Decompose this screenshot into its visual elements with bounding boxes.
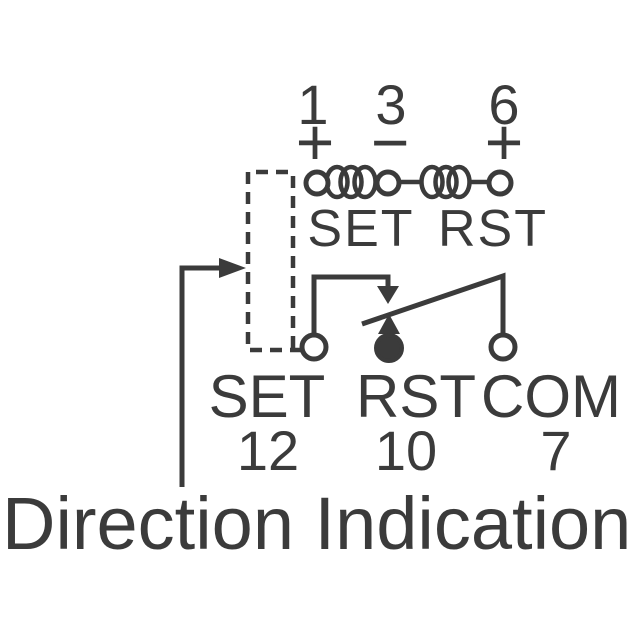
set-contact-label: SET	[209, 363, 326, 430]
set-coil-label: SET	[307, 200, 414, 258]
contact-lever	[361, 272, 506, 336]
pin-1-label: 1	[297, 73, 328, 136]
polarity-plus-icon-6: +	[485, 105, 524, 179]
pin-10-label: 10	[375, 419, 437, 482]
polarity-plus-icon-1: +	[296, 105, 335, 179]
coil-terminal-3-circle	[374, 169, 402, 197]
polarity-minus-icon-3: −	[371, 105, 410, 179]
rst-push-arrow-icon	[378, 314, 400, 334]
com-contact-circle	[488, 332, 518, 362]
set-contact-circle	[299, 332, 329, 362]
rst-coil-loops	[419, 164, 472, 200]
rst-coil-label: RST	[438, 200, 548, 258]
coil-terminal-1-circle	[303, 169, 331, 197]
direction-arrow-icon	[219, 258, 246, 278]
rst-contact-circle	[374, 333, 404, 363]
caption-direction-indication: Direction Indication	[2, 482, 631, 565]
pin-7-label: 7	[540, 419, 571, 482]
set-push-arrow-icon	[377, 286, 399, 304]
case-outline-dashed-box	[245, 169, 302, 353]
pin-12-label: 12	[237, 419, 299, 482]
pin-6-label: 6	[488, 73, 519, 136]
direction-pointer-line	[179, 265, 219, 487]
com-contact-label: COM	[481, 363, 621, 430]
pin-3-label: 3	[375, 73, 406, 136]
set-contact-wire	[311, 274, 391, 335]
coil-terminal-6-circle	[486, 169, 514, 197]
rst-contact-label: RST	[356, 363, 476, 430]
